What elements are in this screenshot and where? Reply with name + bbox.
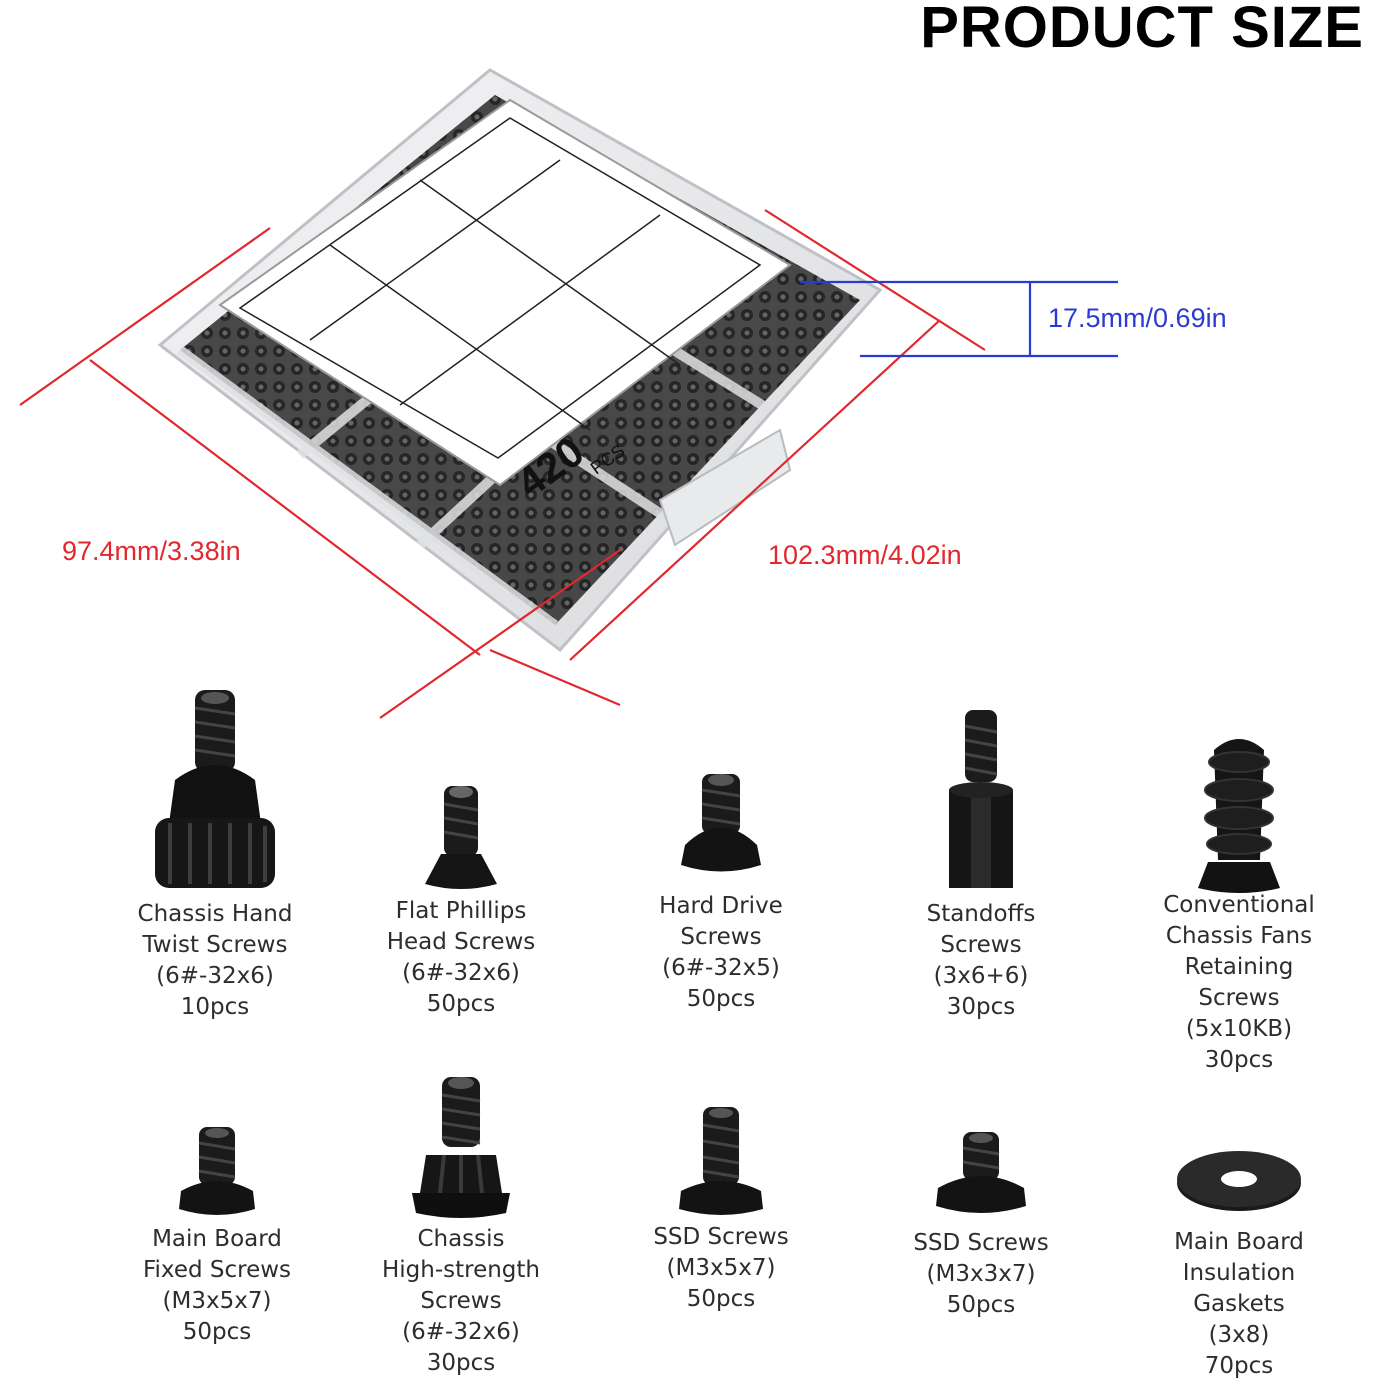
flat-screw-icon	[425, 786, 497, 889]
product-box-illustration: 420 PCS	[19, 68, 1118, 719]
item-ssd-screws-m3x5x7: SSD Screws (M3x5x7) 50pcs	[591, 1105, 851, 1315]
width-dimension-label: 97.4mm/3.38in	[62, 536, 241, 566]
item-label: Main Board Insulation Gaskets (3x8) 70pc…	[1174, 1229, 1304, 1379]
item-chassis-high-strength-screws: Chassis High-strength Screws (6#-32x6) 3…	[331, 1075, 591, 1379]
item-flat-phillips-head-screws: Flat Phillips Head Screws (6#-32x6) 50pc…	[331, 782, 591, 1020]
item-label: Hard Drive Screws (6#-32x5) 50pcs	[659, 893, 783, 1012]
item-chassis-hand-twist-screws: Chassis Hand Twist Screws (6#-32x6) 10pc…	[85, 688, 345, 1023]
pan-screw-icon	[681, 774, 761, 872]
item-label: Conventional Chassis Fans Retaining Scre…	[1163, 892, 1315, 1073]
item-hard-drive-screws: Hard Drive Screws (6#-32x5) 50pcs	[591, 770, 851, 1015]
standoff-icon	[949, 710, 1013, 888]
ssd-screw-icon	[679, 1107, 763, 1215]
height-dimension-label: 17.5mm/0.69in	[1048, 303, 1227, 333]
fan-screw-icon	[1198, 739, 1280, 893]
width-dimension-line	[19, 227, 621, 719]
flange-screw-icon	[412, 1077, 510, 1218]
washer-icon	[1177, 1151, 1301, 1211]
item-chassis-fans-retaining-screws: Conventional Chassis Fans Retaining Scre…	[1109, 732, 1369, 1076]
item-label: Flat Phillips Head Screws (6#-32x6) 50pc…	[386, 898, 536, 1017]
item-main-board-insulation-gaskets: Main Board Insulation Gaskets (3x8) 70pc…	[1109, 1145, 1369, 1382]
item-label: Chassis High-strength Screws (6#-32x6) 3…	[381, 1226, 541, 1376]
item-label: Standoffs Screws (3x6+6) 30pcs	[926, 901, 1036, 1020]
item-label: SSD Screws (M3x5x7) 50pcs	[653, 1224, 789, 1312]
box-label-card	[218, 98, 792, 487]
item-label: Main Board Fixed Screws (M3x5x7) 50pcs	[142, 1226, 292, 1345]
item-label: Chassis Hand Twist Screws (6#-32x6) 10pc…	[137, 901, 293, 1020]
thumb-screw-icon	[155, 690, 275, 888]
item-label: SSD Screws (M3x3x7) 50pcs	[913, 1230, 1049, 1318]
length-dimension-line	[489, 209, 986, 707]
item-ssd-screws-m3x3x7: SSD Screws (M3x3x7) 50pcs	[851, 1130, 1111, 1321]
item-main-board-fixed-screws: Main Board Fixed Screws (M3x5x7) 50pcs	[87, 1125, 347, 1348]
page-title: PRODUCT SIZE	[920, 0, 1364, 60]
mainboard-screw-icon	[179, 1127, 255, 1215]
height-dimension-line	[800, 280, 1118, 358]
ssd-short-screw-icon	[936, 1132, 1026, 1213]
length-dimension-label: 102.3mm/4.02in	[768, 540, 962, 570]
item-standoffs-screws: Standoffs Screws (3x6+6) 30pcs	[851, 708, 1111, 1023]
